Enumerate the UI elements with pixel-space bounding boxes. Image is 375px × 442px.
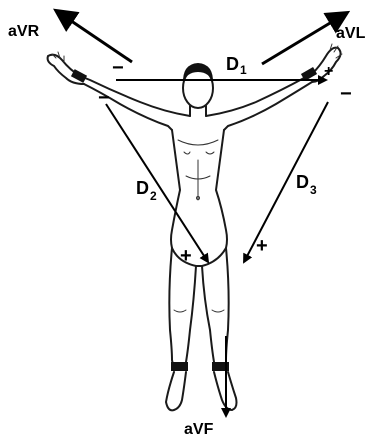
left-leg (202, 248, 229, 370)
avf-label: aVF (184, 421, 214, 438)
human-figure (48, 44, 342, 410)
d3-label: D (296, 172, 309, 192)
avr-arrow (58, 12, 132, 62)
d1-subscript: 1 (240, 63, 247, 77)
right-ankle-electrode (171, 362, 188, 371)
d2-vector (106, 104, 208, 262)
avr-label: aVR (8, 23, 40, 40)
d2-label: D (136, 178, 149, 198)
d3-minus-sign: − (340, 83, 352, 105)
d2-minus-sign: − (98, 87, 110, 109)
right-foot (166, 372, 186, 410)
d3-plus-sign: + (256, 235, 268, 257)
d1-plus-sign: + (324, 63, 333, 80)
left-arm (206, 74, 312, 130)
d3-subscript: 3 (310, 183, 317, 197)
torso (171, 130, 227, 248)
right-arm (80, 76, 190, 130)
d1-minus-sign: − (112, 57, 124, 79)
avl-arrow (262, 14, 345, 64)
avl-label: aVL (336, 25, 366, 42)
d1-label: D (226, 54, 239, 74)
d2-plus-sign: + (180, 245, 192, 267)
d2-subscript: 2 (150, 189, 157, 203)
